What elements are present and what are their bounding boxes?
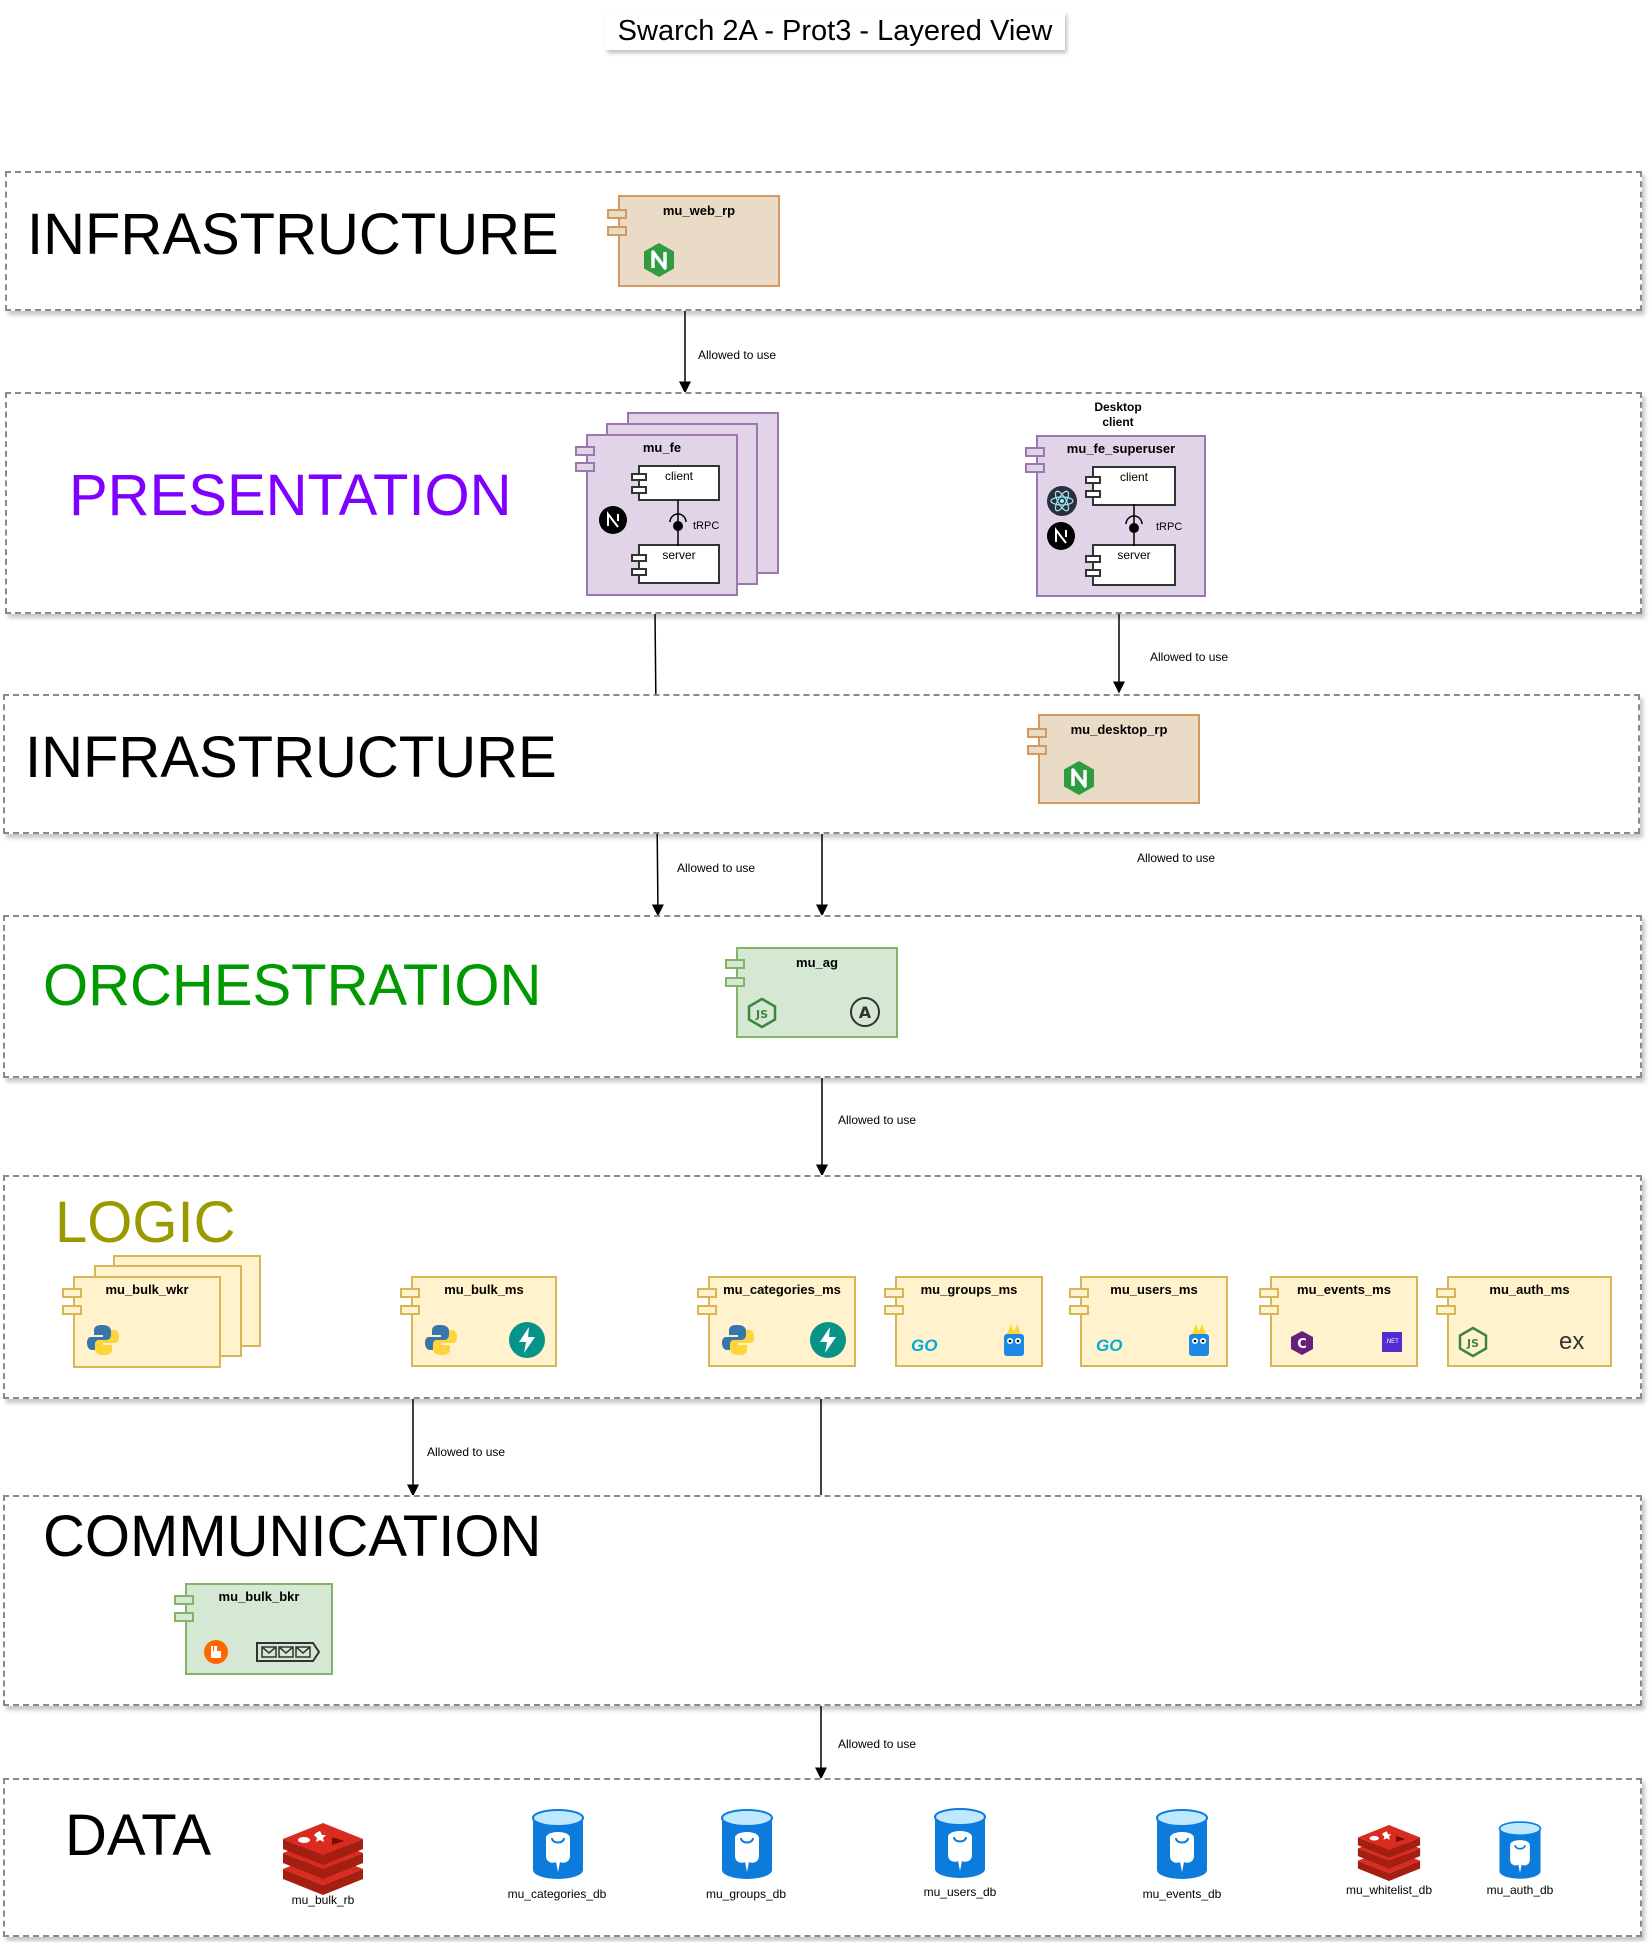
component-name: mu_groups_ms xyxy=(920,1282,1018,1297)
server-label: server xyxy=(1117,548,1151,562)
server-subcomponent: server xyxy=(1085,544,1176,586)
db-label-mu-groups-db: mu_groups_db xyxy=(705,1887,787,1901)
client-label: client xyxy=(664,469,693,483)
svg-text:JS: JS xyxy=(1466,1337,1479,1350)
fastapi-icon xyxy=(810,1322,846,1358)
layer-label: INFRASTRUCTURE xyxy=(27,202,559,267)
golang-icon: GO xyxy=(1096,1336,1123,1355)
layer-infrastructure-top: INFRASTRUCTURE xyxy=(5,171,1642,311)
python-icon xyxy=(87,1325,119,1355)
component-mu-fe[interactable]: mu_fe client server tRPC xyxy=(575,434,738,596)
svg-text:A: A xyxy=(859,1003,872,1022)
trpc-interface-icon xyxy=(1125,504,1143,546)
edge-label-webrp: Allowed to use xyxy=(698,348,777,362)
db-label-mu-bulk-rb: mu_bulk_rb xyxy=(291,1893,355,1907)
edge-label-desktoprp: Allowed to use xyxy=(1137,851,1216,865)
apollo-graphql-icon: A xyxy=(850,997,880,1027)
edge-label-logic-data: Allowed to use xyxy=(838,1737,917,1751)
component-name: mu_ag xyxy=(796,955,838,970)
db-label-mu-whitelist-db: mu_whitelist_db xyxy=(1345,1883,1433,1897)
component-mu-events-ms[interactable]: mu_events_ms C .NET xyxy=(1259,1276,1418,1367)
edge-label-orchestration: Allowed to use xyxy=(838,1113,917,1127)
layer-label: ORCHESTRATION xyxy=(43,953,542,1018)
component-mu-auth-ms[interactable]: mu_auth_ms JS ex xyxy=(1436,1276,1612,1367)
client-label: client xyxy=(1119,470,1148,484)
message-queue-icon xyxy=(256,1642,321,1662)
db-label-mu-events-db: mu_events_db xyxy=(1142,1887,1222,1901)
component-name: mu_categories_ms xyxy=(723,1282,841,1297)
component-mu-desktop-rp[interactable]: mu_desktop_rp xyxy=(1027,714,1200,804)
component-name: mu_fe_superuser xyxy=(1066,441,1176,456)
component-name: mu_events_ms xyxy=(1297,1282,1391,1297)
edge-label-superuser: Allowed to use xyxy=(1150,650,1229,664)
layer-infrastructure-middle: INFRASTRUCTURE xyxy=(3,694,1640,834)
layer-label: COMMUNICATION xyxy=(43,1504,542,1569)
component-name: mu_fe xyxy=(642,440,682,455)
gin-icon xyxy=(1004,1324,1024,1356)
component-mu-users-ms[interactable]: mu_users_ms GO xyxy=(1069,1276,1228,1367)
edge-label-fe: Allowed to use xyxy=(677,861,756,875)
nginx-icon xyxy=(644,243,674,277)
python-icon xyxy=(722,1325,754,1355)
gin-icon xyxy=(1189,1324,1209,1356)
component-mu-ag[interactable]: mu_ag JS A xyxy=(725,947,898,1038)
client-subcomponent: client xyxy=(631,465,720,501)
nextjs-icon xyxy=(1047,522,1075,550)
component-name: mu_users_ms xyxy=(1110,1282,1198,1297)
edge-label-logic-comm: Allowed to use xyxy=(427,1445,506,1459)
server-label: server xyxy=(662,548,696,562)
component-name: mu_desktop_rp xyxy=(1070,722,1168,737)
component-mu-groups-ms[interactable]: mu_groups_ms GO xyxy=(884,1276,1043,1367)
postgresql-db-icon xyxy=(934,1808,986,1878)
component-name: mu_bulk_ms xyxy=(444,1282,524,1297)
nginx-icon xyxy=(1064,761,1094,795)
db-label-mu-auth-db: mu_auth_db xyxy=(1486,1883,1554,1897)
nodejs-icon: JS xyxy=(747,997,777,1029)
postgresql-db-icon xyxy=(1156,1809,1208,1879)
dotnet-icon: .NET xyxy=(1382,1332,1402,1352)
component-mu-bulk-bkr[interactable]: mu_bulk_bkr xyxy=(174,1583,333,1675)
component-mu-fe-superuser[interactable]: mu_fe_superuser client server tRPC xyxy=(1025,435,1206,597)
component-name: mu_web_rp xyxy=(662,203,736,218)
server-subcomponent: server xyxy=(631,544,720,584)
electron-icon xyxy=(1047,486,1077,516)
desktop-client-label: Desktop client xyxy=(1094,400,1142,429)
postgresql-db-icon xyxy=(721,1809,773,1879)
csharp-icon: C xyxy=(1291,1331,1313,1355)
postgresql-db-icon xyxy=(532,1809,584,1879)
postgresql-db-icon xyxy=(1498,1821,1542,1879)
nextjs-icon xyxy=(599,506,627,534)
component-name: mu_bulk_wkr xyxy=(105,1282,189,1297)
component-mu-categories-ms[interactable]: mu_categories_ms xyxy=(697,1276,856,1367)
db-label-mu-categories-db: mu_categories_db xyxy=(507,1887,607,1901)
layer-label: LOGIC xyxy=(55,1190,236,1255)
component-name: mu_auth_ms xyxy=(1489,1282,1570,1297)
layer-presentation: PRESENTATION xyxy=(5,392,1642,614)
trpc-interface-icon xyxy=(669,500,687,546)
layer-label: INFRASTRUCTURE xyxy=(25,725,557,790)
layer-label: DATA xyxy=(65,1803,212,1868)
express-icon: ex xyxy=(1559,1328,1585,1355)
component-mu-web-rp[interactable]: mu_web_rp xyxy=(607,195,780,287)
db-label-mu-users-db: mu_users_db xyxy=(923,1885,997,1899)
component-name: mu_bulk_bkr xyxy=(218,1589,300,1604)
client-subcomponent: client xyxy=(1085,466,1176,506)
component-mu-bulk-ms[interactable]: mu_bulk_ms xyxy=(400,1276,557,1367)
layer-label: PRESENTATION xyxy=(69,463,512,528)
python-icon xyxy=(425,1325,457,1355)
golang-icon: GO xyxy=(911,1336,938,1355)
fastapi-icon xyxy=(509,1322,545,1358)
svg-text:JS: JS xyxy=(755,1008,768,1021)
redis-icon xyxy=(1357,1825,1421,1881)
nodejs-icon: JS xyxy=(1458,1326,1488,1358)
diagram-title: Swarch 2A - Prot3 - Layered View xyxy=(605,12,1065,50)
svg-text:C: C xyxy=(1297,1337,1307,1352)
trpc-label: tRPC xyxy=(1156,521,1183,533)
component-mu-bulk-wkr[interactable]: mu_bulk_wkr xyxy=(62,1276,221,1368)
rabbitmq-icon xyxy=(204,1640,228,1664)
redis-icon xyxy=(283,1823,363,1895)
trpc-label: tRPC xyxy=(693,520,720,532)
